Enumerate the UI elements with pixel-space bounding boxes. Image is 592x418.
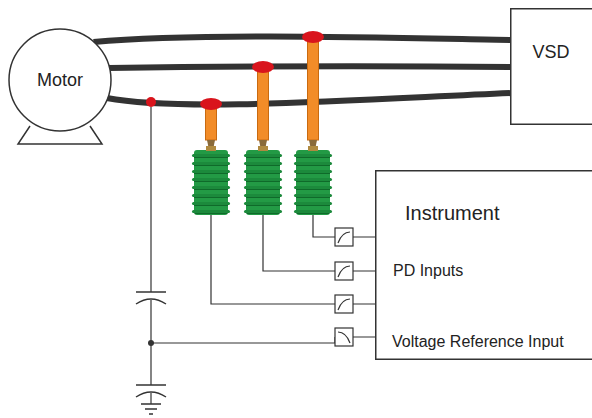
ground-symbol — [141, 404, 161, 414]
vsd-box: VSD — [510, 8, 592, 125]
node-outline — [510, 8, 592, 125]
signal-wire — [151, 107, 375, 404]
signal-label: PD Inputs — [393, 262, 463, 280]
junction-dot — [148, 340, 154, 346]
filter-symbol — [335, 228, 353, 346]
capacitor-symbol — [136, 292, 166, 397]
filter-curve — [338, 232, 350, 343]
motor-circle: Motor — [8, 28, 112, 132]
node-label: VSD — [532, 42, 569, 63]
cable-clamp — [146, 31, 324, 110]
signal-label: Voltage Reference Input — [392, 333, 564, 351]
sensor-probes — [206, 37, 319, 150]
node-label: Instrument — [405, 202, 499, 225]
pd-sensor — [192, 146, 332, 215]
node-label: Motor — [37, 70, 83, 91]
